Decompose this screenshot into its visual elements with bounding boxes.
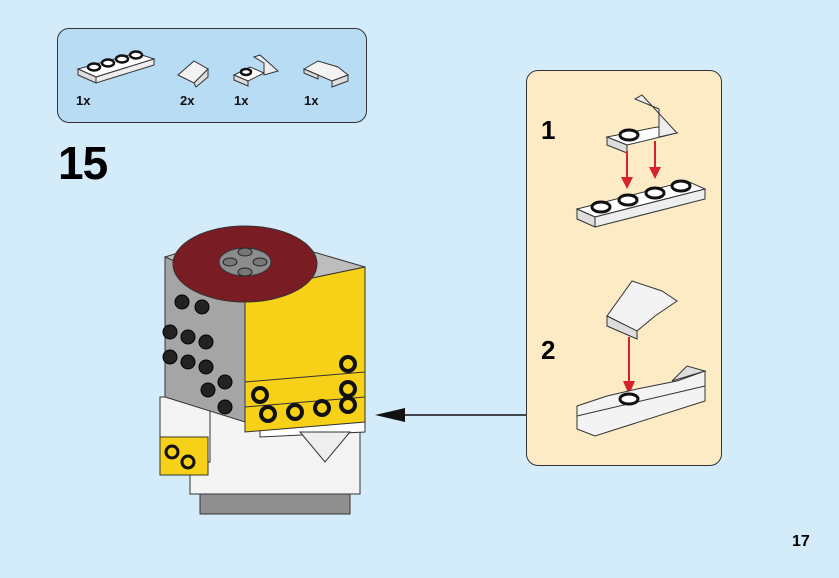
parts-list-box: 1x 2x 1x 1x: [57, 28, 367, 123]
part-qty: 1x: [76, 93, 91, 108]
sub-step-number: 1: [541, 115, 556, 145]
part-slope-icon: [177, 60, 209, 88]
sub-step-2-illustration: [576, 280, 707, 437]
part-bracket-icon: [232, 54, 280, 87]
sub-step-1-illustration: [575, 94, 707, 228]
part-qty: 2x: [180, 93, 195, 108]
part-plate-1x4-icon: [76, 50, 156, 84]
page-number: 17: [792, 533, 810, 550]
model-illustration: [159, 225, 366, 515]
step-number: 15: [58, 137, 108, 189]
part-curved-slope-icon: [302, 60, 349, 88]
part-qty: 1x: [234, 93, 249, 108]
sub-step-number: 2: [541, 335, 556, 365]
part-qty: 1x: [304, 93, 319, 108]
callout-arrow: [375, 408, 527, 422]
sub-assembly-panel: 1 2: [526, 70, 722, 466]
